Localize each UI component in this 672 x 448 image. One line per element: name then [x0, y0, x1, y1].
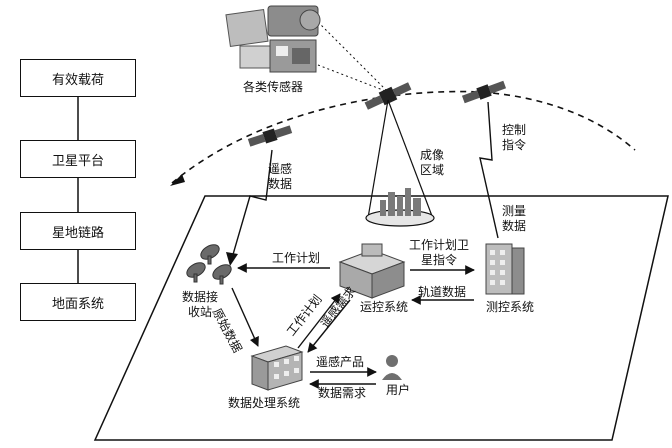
user-icon [382, 355, 402, 380]
stack-box-ground: 地面系统 [20, 283, 136, 321]
orbit-arrow-head [170, 174, 185, 186]
lightning-remote-data [231, 149, 273, 259]
satellite-right [461, 80, 507, 104]
stack-box-link: 星地链路 [20, 212, 136, 250]
remote-data-label: 遥感数据 [267, 162, 292, 191]
city-icon [380, 188, 421, 216]
work-plan-satellite-command-label: 工作计划卫星指令 [408, 238, 469, 267]
measure-data-label: 测量数据 [501, 204, 526, 233]
antenna-icon [186, 244, 232, 285]
flow-arrows [231, 263, 475, 389]
processing-building-icon [250, 345, 304, 391]
ttc-system-label: 测控系统 [486, 300, 535, 314]
ops-system-label: 运控系统 [360, 300, 409, 314]
ground-plane [93, 195, 669, 441]
stack-box-platform: 卫星平台 [20, 140, 136, 178]
work-plan-label: 工作计划 [272, 251, 321, 265]
ttc-building-icon [485, 243, 525, 295]
user-label: 用户 [386, 383, 411, 397]
sensor-pointer-lines [317, 21, 389, 93]
processing-system-label: 数据处理系统 [228, 396, 301, 410]
ops-building-icon [338, 243, 406, 299]
data-demand-label: 数据需求 [318, 386, 367, 400]
control-command-label: 控制指令 [501, 123, 526, 152]
remote-product-label: 遥感产品 [316, 355, 365, 369]
satellite-left [247, 125, 293, 147]
orbit-arc [171, 90, 636, 184]
sensors-label: 各类传感器 [243, 80, 304, 94]
receiver-station-label: 数据接收站 [181, 290, 218, 319]
stack-box-payload: 有效载荷 [20, 59, 136, 97]
orbit-data-label: 轨道数据 [418, 285, 467, 299]
imaging-area-label: 成像区域 [419, 148, 444, 177]
satellite-center [364, 82, 412, 110]
lightning-control [479, 101, 499, 239]
sensors-image [225, 5, 321, 73]
lightning-remote-data-head [226, 252, 238, 266]
